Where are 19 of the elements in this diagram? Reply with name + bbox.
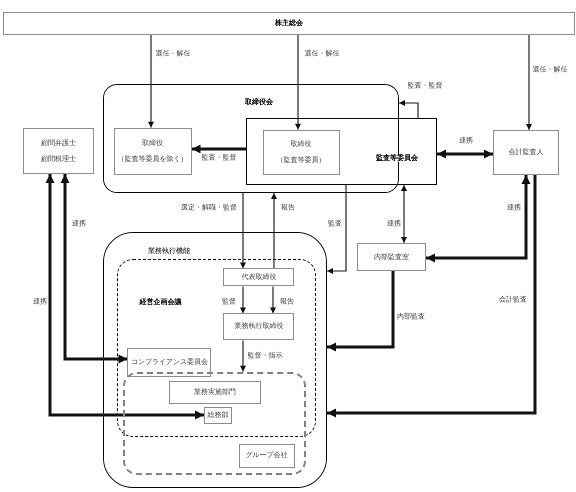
arrow — [399, 100, 419, 118]
arrow — [240, 193, 246, 268]
arrow — [401, 185, 407, 243]
arrow — [327, 271, 394, 352]
arrow — [327, 185, 347, 274]
arrow — [327, 175, 536, 418]
arrow — [192, 144, 246, 154]
group-box — [246, 118, 437, 185]
arrow — [270, 286, 276, 314]
arrow — [437, 150, 493, 158]
arrow — [240, 340, 246, 372]
arrow — [526, 35, 532, 130]
arrow — [426, 175, 530, 262]
arrow — [148, 35, 154, 128]
arrow — [60, 174, 128, 364]
arrow — [46, 174, 204, 420]
arrow — [240, 286, 246, 314]
arrow — [271, 193, 277, 268]
arrow — [295, 35, 301, 130]
